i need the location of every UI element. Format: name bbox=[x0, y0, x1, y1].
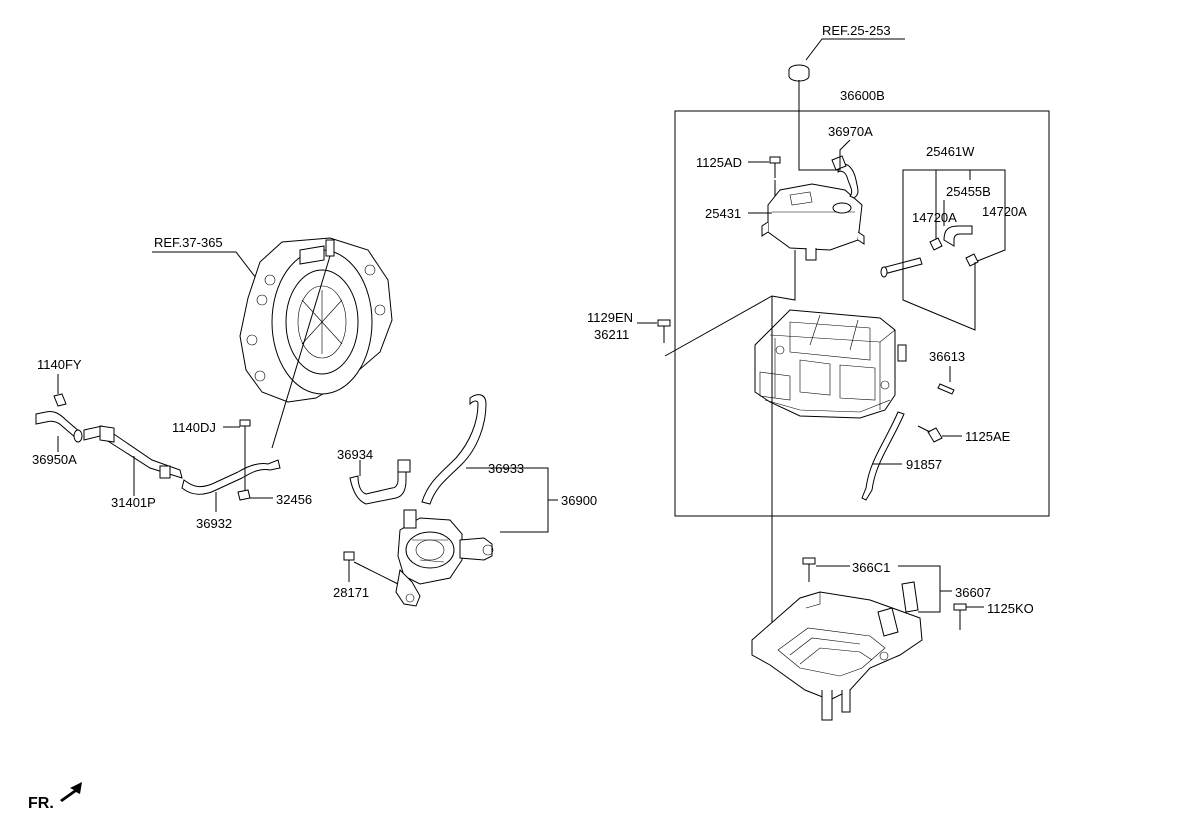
label-91857[interactable]: 91857 bbox=[906, 457, 942, 472]
mounting-tray bbox=[751, 581, 923, 721]
bolt-1125ae bbox=[917, 425, 943, 443]
hose-25455b bbox=[943, 225, 973, 247]
leader-housing-hose bbox=[271, 255, 331, 449]
label-36613[interactable]: 36613 bbox=[929, 349, 965, 364]
label-25461w[interactable]: 25461W bbox=[926, 144, 975, 159]
pipe-25461w bbox=[881, 257, 923, 275]
harness-91857 bbox=[861, 411, 905, 501]
label-36932[interactable]: 36932 bbox=[196, 516, 232, 531]
leader-25461w-inverter bbox=[902, 250, 976, 331]
assembly-box-36600b bbox=[674, 110, 1050, 517]
leader-36970a bbox=[798, 111, 851, 171]
label-fr: FR. bbox=[28, 795, 54, 812]
label-36950a[interactable]: 36950A bbox=[32, 452, 77, 467]
front-arrow-icon bbox=[60, 782, 82, 802]
clamp-14720a-right bbox=[965, 253, 979, 267]
label-1140fy[interactable]: 1140FY bbox=[37, 357, 82, 372]
leader-ref-25-253 bbox=[805, 38, 905, 61]
label-28171[interactable]: 28171 bbox=[333, 585, 369, 600]
label-ref-25-253[interactable]: REF.25-253 bbox=[822, 23, 891, 38]
label-36934[interactable]: 36934 bbox=[337, 447, 373, 462]
label-36607[interactable]: 36607 bbox=[955, 585, 991, 600]
reservoir-cap bbox=[788, 64, 810, 82]
electric-water-pump bbox=[395, 509, 494, 607]
inverter-assembly bbox=[754, 309, 907, 419]
label-32456[interactable]: 32456 bbox=[276, 492, 312, 507]
clamp-14720a-left bbox=[929, 237, 943, 251]
label-1125ae[interactable]: 1125AE bbox=[965, 429, 1011, 444]
bolt-366c1 bbox=[802, 557, 816, 582]
bracket-36607 bbox=[898, 565, 941, 613]
label-31401p[interactable]: 31401P bbox=[111, 495, 156, 510]
bolt-1125ad bbox=[769, 156, 781, 178]
label-36970a[interactable]: 36970A bbox=[828, 124, 873, 139]
label-25431[interactable]: 25431 bbox=[705, 206, 741, 221]
label-25455b[interactable]: 25455B bbox=[946, 184, 991, 199]
clamp-36970a bbox=[831, 155, 847, 171]
clip-36613 bbox=[937, 383, 955, 395]
label-1125ad[interactable]: 1125AD bbox=[696, 155, 742, 170]
label-14720a-right[interactable]: 14720A bbox=[982, 204, 1027, 219]
label-ref-37-365[interactable]: REF.37-365 bbox=[154, 235, 223, 250]
bolt-1125ko bbox=[953, 603, 967, 630]
bolt-1140dj bbox=[239, 419, 251, 427]
label-36600b[interactable]: 36600B bbox=[840, 88, 885, 103]
reservoir-tank bbox=[761, 183, 865, 261]
leader-ref-37-365 bbox=[152, 251, 257, 279]
clip-32456 bbox=[237, 489, 251, 501]
hose-36932 bbox=[181, 459, 281, 495]
label-36211[interactable]: 36211 bbox=[594, 327, 629, 342]
leader-28171-pump bbox=[353, 561, 399, 585]
label-366c1[interactable]: 366C1 bbox=[852, 560, 890, 575]
hose-36970a bbox=[837, 163, 859, 199]
bolt-28171 bbox=[343, 551, 355, 561]
label-1140dj[interactable]: 1140DJ bbox=[172, 420, 216, 435]
label-14720a-left[interactable]: 14720A bbox=[912, 210, 957, 225]
hose-36950a bbox=[35, 411, 81, 439]
bolt-1129en bbox=[657, 319, 671, 343]
motor-housing bbox=[239, 237, 393, 403]
label-36933[interactable]: 36933 bbox=[488, 461, 524, 476]
label-1125ko[interactable]: 1125KO bbox=[987, 601, 1034, 616]
hose-36933 bbox=[421, 394, 487, 505]
bracket-25461w bbox=[902, 169, 1006, 263]
leader-36211 bbox=[664, 250, 796, 357]
label-1129en[interactable]: 1129EN bbox=[587, 310, 633, 325]
label-36900[interactable]: 36900 bbox=[561, 493, 597, 508]
bracket-36900 bbox=[500, 467, 549, 533]
bolt-1140fy bbox=[53, 393, 67, 407]
